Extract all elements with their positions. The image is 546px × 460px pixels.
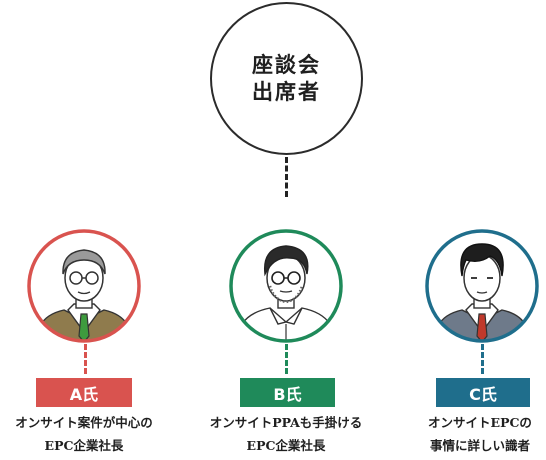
attendee-b-caption-line2: EPC企業社長 [246,438,326,453]
attendee-c-caption-line2: 事情に詳しい識者 [429,438,530,453]
attendee-a-connector [84,344,87,374]
attendee-b-caption-line1: オンサイトPPAも手掛ける [209,415,363,430]
center-connector [285,157,288,197]
bearded-man-with-glasses-icon [229,229,343,343]
young-man-in-suit-icon [425,229,539,343]
center-circle: 座談会 出席者 [210,2,363,155]
center-title-line2: 出席者 [252,79,321,104]
attendee-a-caption-line1: オンサイト案件が中心の [15,415,153,430]
attendee-c-avatar [424,228,540,344]
attendee-b-badge: B氏 [240,378,335,407]
attendee-c-badge: C氏 [436,378,530,407]
center-title-line1: 座談会 [252,52,321,77]
attendee-a-badge: A氏 [36,378,132,407]
attendee-c-connector [481,344,484,374]
attendee-a-avatar [26,228,142,344]
attendee-a-caption-line2: EPC企業社長 [44,438,124,453]
attendee-b-avatar [228,228,344,344]
attendee-b-connector [285,344,288,374]
attendee-c-caption-line1: オンサイトEPCの [428,415,532,430]
older-man-with-glasses-icon [27,229,141,343]
